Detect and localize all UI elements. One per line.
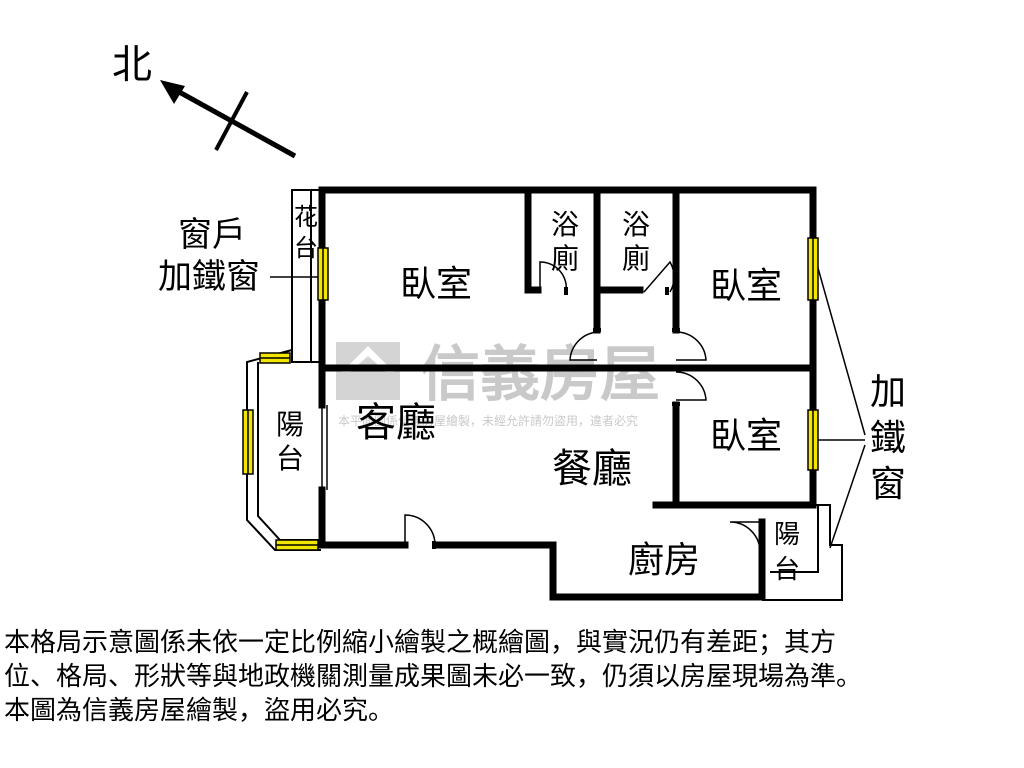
kitchen-label: 廚房 (628, 540, 700, 581)
bedroom-right-mid-label: 臥室 (710, 416, 782, 457)
balcony-left-label-1: 陽 (276, 408, 304, 441)
window-left-label-2: 加鐵窗 (158, 257, 260, 297)
watermark-brand: 信義房屋 (420, 340, 660, 410)
floor-plan: 北 信義房屋 本平面圖係信義房屋繪製，未經允許請勿盜用，違者必究 (112, 42, 906, 601)
leader-lines (270, 267, 866, 549)
bath-right-label-2: 廁 (622, 242, 650, 275)
balcony-right-label-1: 陽 (774, 520, 800, 550)
disclaimer-line: 本圖為信義房屋繪製，盜用必究。 (4, 696, 395, 726)
doors (321, 260, 761, 553)
walls (318, 186, 817, 601)
window-right-label-1: 加 (870, 372, 906, 413)
flower-bed-label-2: 台 (294, 234, 318, 262)
window-right-label-2: 鐵 (870, 418, 906, 459)
disclaimer-line: 本格局示意圖係未依一定比例縮小繪製之概繪圖，與實況仍有差距；其方 (4, 628, 837, 658)
window-right-label-3: 窗 (870, 464, 906, 505)
living-room-label: 客廳 (356, 400, 436, 446)
window-left-label-1: 窗戶 (178, 215, 246, 255)
flower-bed-label-1: 花 (294, 203, 318, 231)
disclaimer: 本格局示意圖係未依一定比例縮小繪製之概繪圖，與實況仍有差距；其方 位、格局、形狀… (4, 626, 1020, 728)
door-hinges (432, 287, 680, 549)
bath-right-label-1: 浴 (622, 208, 650, 241)
bath-left-label-2: 廁 (551, 242, 579, 275)
dining-room-label: 餐廳 (552, 446, 632, 492)
balcony-right-label-2: 台 (774, 555, 800, 585)
north-label: 北 (112, 42, 152, 88)
watermark: 信義房屋 本平面圖係信義房屋繪製，未經允許請勿盜用，違者必究 (336, 340, 660, 428)
bedroom-right-top-label: 臥室 (710, 266, 782, 307)
disclaimer-line: 位、格局、形狀等與地政機關測量成果圖未必一致，仍須以房屋現場為準。 (4, 662, 863, 692)
bedroom-main-label: 臥室 (400, 264, 472, 305)
watermark-notice: 本平面圖係信義房屋繪製，未經允許請勿盜用，違者必究 (338, 413, 638, 428)
north-arrow-icon (160, 80, 297, 159)
windows (242, 237, 819, 551)
bath-left-label-1: 浴 (551, 208, 579, 241)
balcony-left-label-2: 台 (276, 442, 304, 475)
